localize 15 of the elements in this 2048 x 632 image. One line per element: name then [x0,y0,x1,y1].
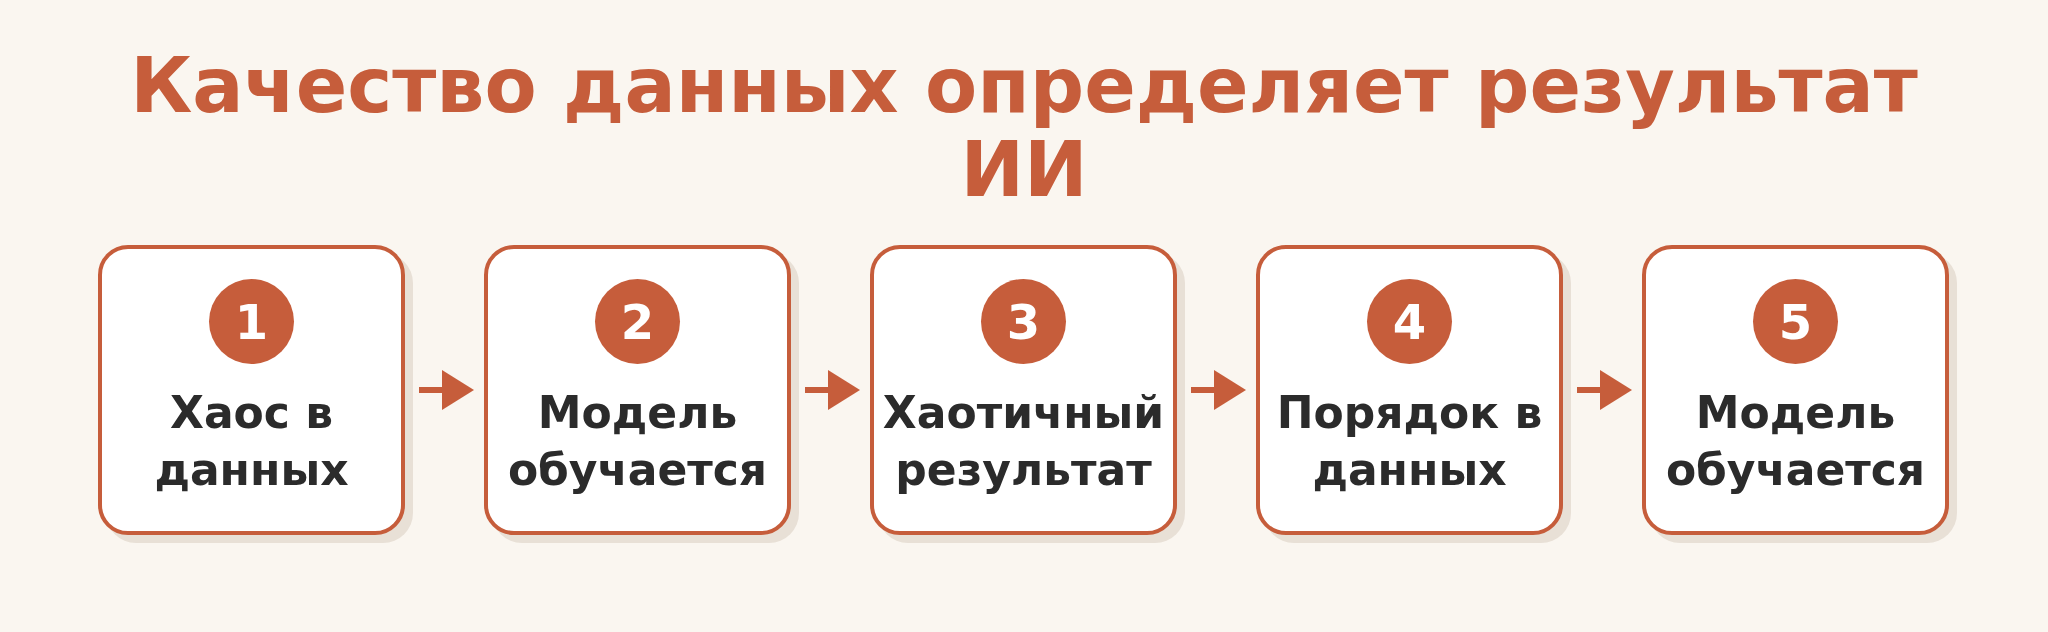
step-label: Порядок в данных [1275,386,1544,497]
step-number-badge: 2 [595,279,680,364]
step-label: Модель обучается [506,386,769,497]
step-number-badge: 5 [1753,279,1838,364]
arrow [805,370,860,410]
arrow [1191,370,1246,410]
title: Качество данных определяет результат ИИ [129,44,1919,212]
step-label: Хаотичный результат [881,386,1166,497]
step-label: Хаос в данных [153,386,350,497]
step-label: Модель обучается [1664,386,1927,497]
arrow [1577,370,1632,410]
arrow [419,370,474,410]
step-number-badge: 1 [209,279,294,364]
step-number-badge: 4 [1367,279,1452,364]
step-number-badge: 3 [981,279,1066,364]
